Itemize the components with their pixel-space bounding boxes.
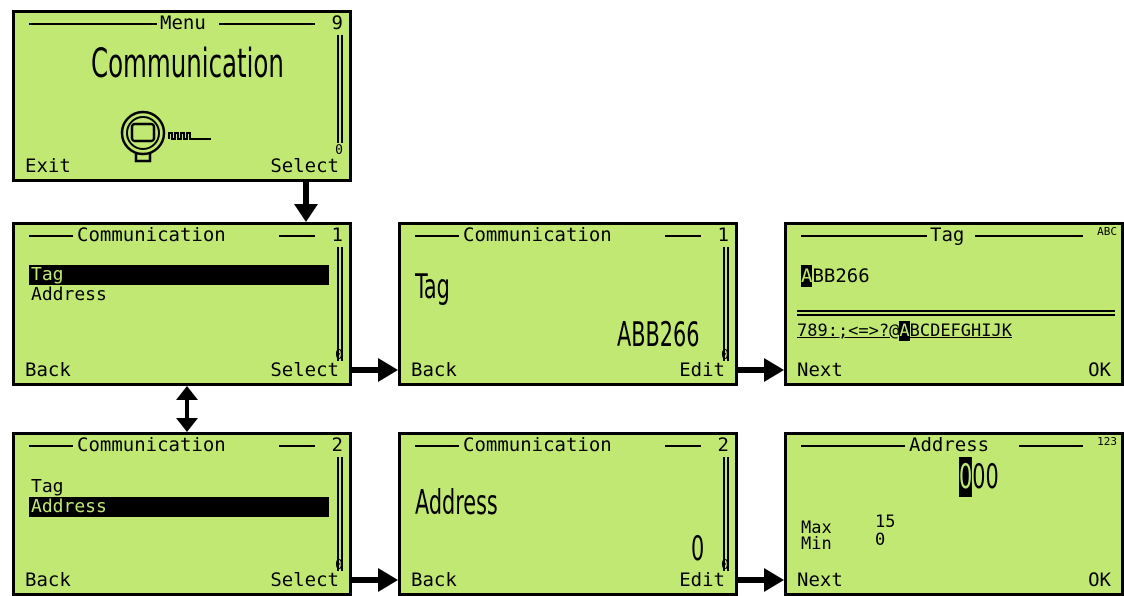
menu-number: 1 bbox=[331, 224, 343, 246]
header-line-right bbox=[665, 235, 701, 237]
arrow-right-icon bbox=[738, 568, 784, 592]
comm-tag-view-screen: Communication 1 0 Tag ABB266 Back Edit bbox=[398, 222, 738, 386]
list-item-tag[interactable]: Tag bbox=[31, 476, 64, 497]
scroll-bar bbox=[337, 35, 343, 143]
screen-title: Communication bbox=[77, 434, 226, 456]
scroll-bar bbox=[723, 247, 729, 361]
header-line-left bbox=[29, 235, 73, 237]
screen-title: Communication bbox=[463, 224, 612, 246]
scroll-bar bbox=[337, 247, 343, 361]
value-cursor[interactable]: 0 bbox=[959, 457, 973, 497]
max-label: Max bbox=[801, 518, 832, 538]
character-selector[interactable]: 789:;<=>?@ABCDEFGHIJK bbox=[797, 321, 1012, 341]
screen-title: Address bbox=[909, 434, 990, 456]
menu-number: 1 bbox=[717, 224, 729, 246]
header-line-right bbox=[975, 235, 1083, 237]
address-edit-screen: Address 123 000 Max 15 Min 0 Next OK bbox=[784, 432, 1124, 596]
arrow-right-icon bbox=[738, 358, 784, 382]
header-line-left bbox=[801, 445, 905, 447]
parameter-label: Address bbox=[415, 483, 498, 523]
min-value: 0 bbox=[875, 530, 886, 550]
arrow-up-down-icon bbox=[176, 386, 198, 432]
header-line-right bbox=[219, 23, 315, 25]
address-value: 000 bbox=[959, 457, 999, 497]
back-softkey[interactable]: Back bbox=[411, 359, 457, 381]
header-line-left bbox=[415, 445, 459, 447]
value-cursor[interactable]: A bbox=[801, 265, 813, 287]
max-value: 15 bbox=[875, 512, 896, 532]
scroll-zero: 0 bbox=[721, 348, 729, 363]
screen-title: Tag bbox=[930, 224, 965, 246]
menu-number: 2 bbox=[717, 434, 729, 456]
ok-softkey[interactable]: OK bbox=[1088, 569, 1111, 591]
header-line-left bbox=[29, 23, 157, 25]
scroll-zero: 0 bbox=[335, 143, 343, 158]
input-mode-indicator: 123 bbox=[1097, 435, 1117, 448]
arrow-right-icon bbox=[352, 568, 398, 592]
back-softkey[interactable]: Back bbox=[25, 359, 71, 381]
transmitter-icon bbox=[120, 110, 211, 163]
parameter-value: 0 bbox=[691, 529, 705, 569]
select-softkey[interactable]: Select bbox=[270, 359, 339, 381]
input-mode-indicator: ABC bbox=[1097, 225, 1117, 238]
select-softkey[interactable]: Select bbox=[270, 569, 339, 591]
menu-screen: Menu 9 0 Communication Exit Select bbox=[12, 10, 352, 182]
menu-number: 9 bbox=[331, 12, 343, 34]
comm-list-address-screen: Communication 2 0 Tag Address Back Selec… bbox=[12, 432, 352, 596]
screen-title: Communication bbox=[463, 434, 612, 456]
tag-value: ABB266 bbox=[801, 265, 870, 287]
tag-edit-screen: Tag ABC ABB266 789:;<=>?@ABCDEFGHIJK Nex… bbox=[784, 222, 1124, 386]
charset-top-rule-2 bbox=[797, 314, 1115, 316]
charset-cursor[interactable]: A bbox=[899, 321, 910, 341]
menu-number: 2 bbox=[331, 434, 343, 456]
select-softkey[interactable]: Select bbox=[270, 155, 339, 177]
charset-after: BCDEFGHIJK bbox=[909, 321, 1012, 341]
header-line-left bbox=[801, 235, 927, 237]
edit-softkey[interactable]: Edit bbox=[679, 359, 725, 381]
ok-softkey[interactable]: OK bbox=[1088, 359, 1111, 381]
min-label: Min bbox=[801, 534, 832, 554]
comm-address-view-screen: Communication 2 0 Address 0 Back Edit bbox=[398, 432, 738, 596]
header-line-left bbox=[29, 445, 73, 447]
next-softkey[interactable]: Next bbox=[797, 569, 843, 591]
charset-before: 789:;<=>?@ bbox=[797, 321, 900, 341]
back-softkey[interactable]: Back bbox=[411, 569, 457, 591]
next-softkey[interactable]: Next bbox=[797, 359, 843, 381]
header-line-right bbox=[665, 445, 701, 447]
value-rest: BB266 bbox=[812, 265, 870, 287]
header-line-right bbox=[279, 235, 315, 237]
scroll-zero: 0 bbox=[721, 558, 729, 573]
edit-softkey[interactable]: Edit bbox=[679, 569, 725, 591]
scroll-zero: 0 bbox=[335, 558, 343, 573]
value-rest: 00 bbox=[972, 457, 999, 497]
arrow-right-icon bbox=[352, 358, 398, 382]
list-item-address[interactable]: Address bbox=[31, 284, 107, 305]
parameter-value: ABB266 bbox=[617, 315, 700, 355]
scroll-bar bbox=[723, 457, 729, 571]
header-line-left bbox=[415, 235, 459, 237]
arrow-down-icon bbox=[294, 180, 318, 222]
parameter-label: Tag bbox=[415, 267, 450, 307]
header-line-right bbox=[279, 445, 315, 447]
comm-list-tag-screen: Communication 1 0 Tag Address Back Selec… bbox=[12, 222, 352, 386]
back-softkey[interactable]: Back bbox=[25, 569, 71, 591]
screen-title: Menu bbox=[160, 12, 206, 34]
scroll-bar bbox=[337, 457, 343, 571]
scroll-zero: 0 bbox=[335, 348, 343, 363]
screen-title: Communication bbox=[77, 224, 226, 246]
charset-top-rule bbox=[797, 310, 1115, 312]
list-item-tag[interactable]: Tag bbox=[29, 265, 329, 285]
header-line-right bbox=[1019, 445, 1083, 447]
list-item-address[interactable]: Address bbox=[29, 497, 329, 517]
menu-heading: Communication bbox=[91, 41, 284, 87]
exit-softkey[interactable]: Exit bbox=[25, 155, 71, 177]
